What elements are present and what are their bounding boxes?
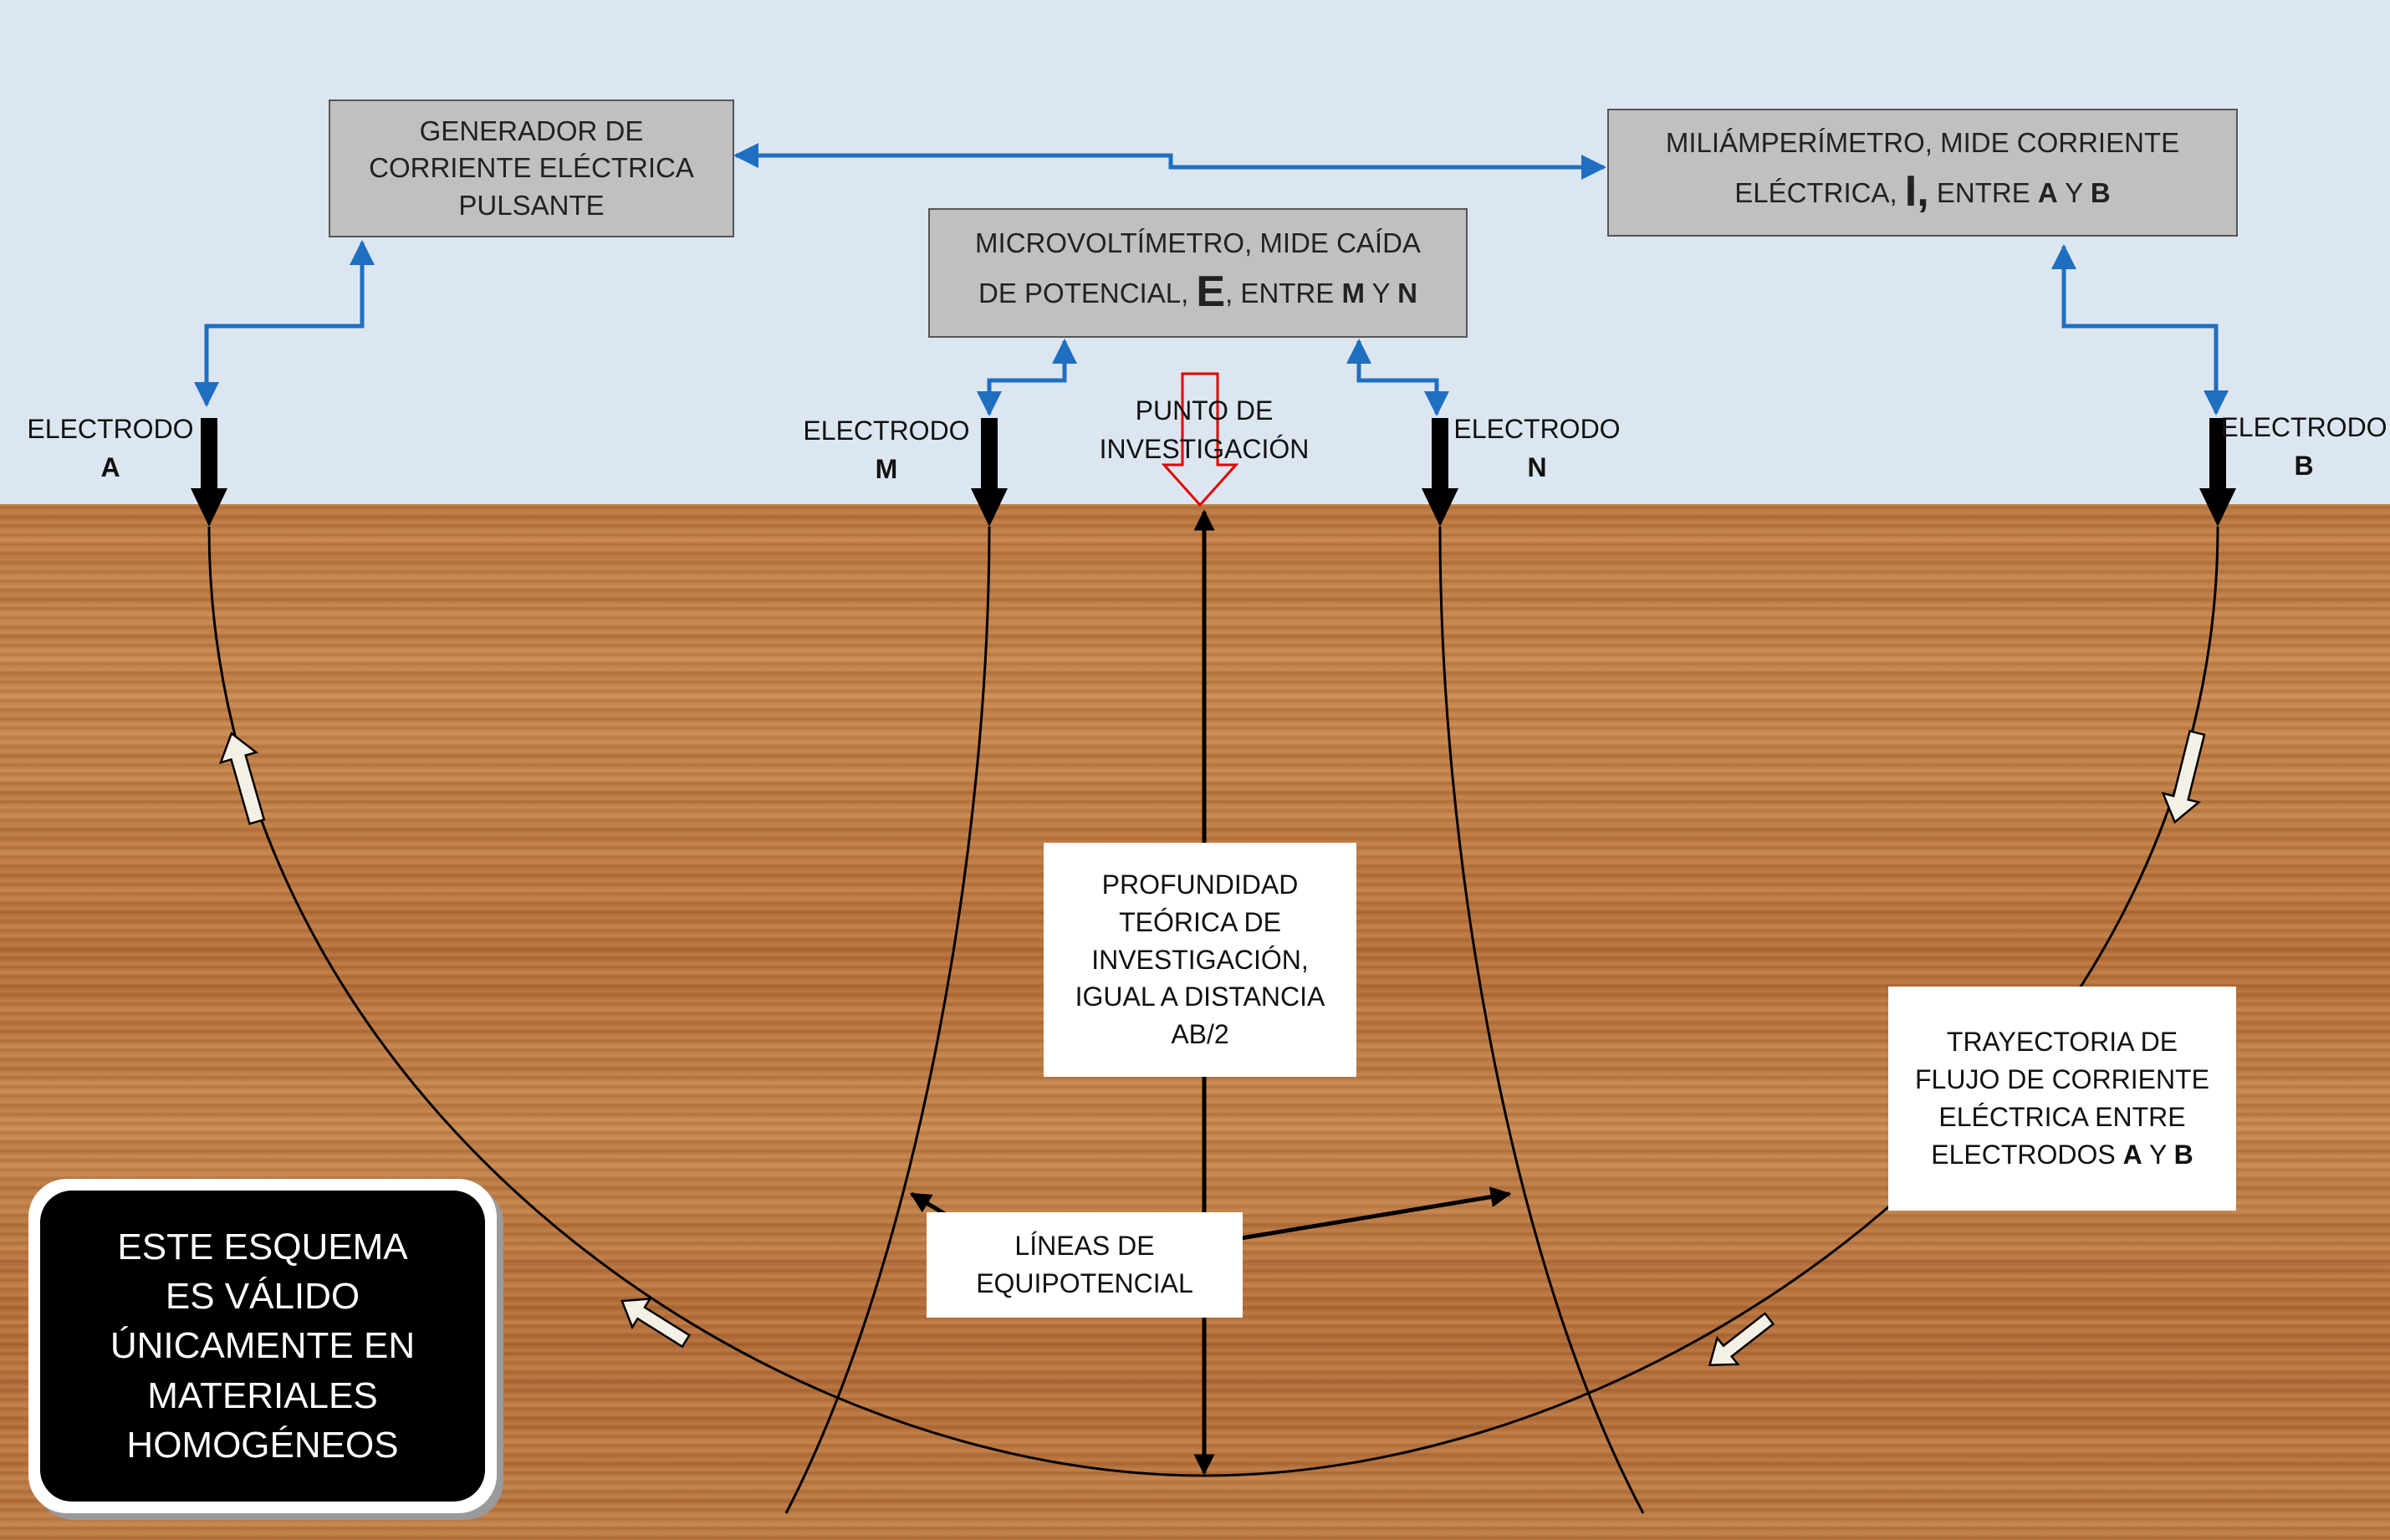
current-path-a: A (2122, 1139, 2142, 1170)
milliammeter-b: B (2090, 176, 2111, 208)
equipotential-pointer-right (1235, 1186, 1512, 1242)
electrode-n-letter: N (1527, 452, 1547, 483)
electrode-b-label: ELECTRODO B (2220, 408, 2387, 486)
flow-arrow-down-right (2161, 729, 2206, 824)
generator-label: GENERADOR DE CORRIENTE ELÉCTRICA PULSANT… (369, 115, 694, 221)
homogeneous-note-inner: ESTE ESQUEMA ES VÁLIDO ÚNICAMENTE EN MAT… (40, 1191, 485, 1502)
electrode-a-generator-connector (194, 240, 375, 407)
electrode-m-rod (971, 418, 1008, 527)
electrode-a-text: ELECTRODO (27, 414, 194, 444)
electrode-a-letter: A (100, 452, 120, 483)
milliammeter-prefix: ELÉCTRICA, (1734, 176, 1905, 208)
microvoltmeter-y: Y (1364, 277, 1398, 309)
milliammeter-box: MILIÁMPERÍMETRO, MIDE CORRIENTE ELÉCTRIC… (1607, 109, 2238, 237)
investigation-point-label: PUNTO DE INVESTIGACIÓN (1099, 395, 1310, 465)
current-path-label: TRAYECTORIA DE FLUJO DE CORRIENTE ELÉCTR… (1912, 1023, 2213, 1173)
microvoltmeter-n: N (1397, 277, 1417, 309)
electrode-n-label: ELECTRODO N (1445, 410, 1629, 487)
electrode-b-rod (2199, 418, 2236, 527)
depth-label: PROFUNDIDAD TEÓRICA DE INVESTIGACIÓN, IG… (1075, 869, 1325, 1050)
equipotential-label: LÍNEAS DE EQUIPOTENCIAL (976, 1231, 1193, 1298)
depth-label-box: PROFUNDIDAD TEÓRICA DE INVESTIGACIÓN, IG… (1044, 843, 1356, 1077)
milliammeter-a: A (2037, 176, 2058, 208)
electrode-n-rod (1422, 418, 1458, 527)
microvoltmeter-label: MICROVOLTÍMETRO, MIDE CAÍDA DE POTENCIAL… (975, 225, 1421, 321)
electrode-b-text: ELECTRODO (2220, 412, 2387, 442)
generator-ammeter-connector (733, 143, 1606, 180)
generator-box: GENERADOR DE CORRIENTE ELÉCTRICA PULSANT… (329, 99, 734, 237)
milliammeter-line1: MILIÁMPERÍMETRO, MIDE CORRIENTE (1665, 127, 2180, 159)
flow-arrow-up-left (218, 732, 266, 825)
electrode-b-ammeter-connector (2051, 244, 2229, 416)
connector-lines (194, 143, 2229, 416)
milliammeter-label: MILIÁMPERÍMETRO, MIDE CORRIENTE ELÉCTRIC… (1666, 125, 2179, 221)
electrode-m-voltmeter-connector (977, 339, 1077, 416)
electrode-a-rod (191, 418, 227, 527)
microvoltmeter-m: M (1341, 277, 1365, 309)
electrode-a-label: ELECTRODO A (18, 410, 202, 487)
electrode-n-voltmeter-connector (1346, 339, 1449, 416)
milliammeter-line2: ELÉCTRICA, I, ENTRE A Y B (1666, 162, 2179, 221)
electrode-b-letter: B (2294, 451, 2314, 482)
microvoltmeter-line1: MICROVOLTÍMETRO, MIDE CAÍDA (975, 227, 1421, 259)
microvoltmeter-prefix: DE POTENCIAL, (978, 277, 1197, 309)
equipotential-line-m (784, 526, 991, 1514)
equipotential-label-box: LÍNEAS DE EQUIPOTENCIAL (927, 1212, 1243, 1318)
microvoltmeter-box: MICROVOLTÍMETRO, MIDE CAÍDA DE POTENCIAL… (928, 208, 1468, 338)
current-path-label-box: TRAYECTORIA DE FLUJO DE CORRIENTE ELÉCTR… (1888, 987, 2236, 1211)
investigation-point-arrow (1161, 372, 1239, 507)
electrode-m-letter: M (875, 454, 898, 485)
microvoltmeter-mid: , ENTRE (1225, 277, 1342, 309)
potential-symbol: E (1196, 267, 1226, 316)
current-path-b: B (2173, 1139, 2193, 1170)
microvoltmeter-line2: DE POTENCIAL, E, ENTRE M Y N (975, 263, 1421, 321)
milliammeter-mid: ENTRE (1928, 176, 2038, 208)
flow-arrow-bottom-left (620, 1298, 692, 1349)
homogeneous-note-text: ESTE ESQUEMA ES VÁLIDO ÚNICAMENTE EN MAT… (110, 1226, 416, 1466)
electrode-n-text: ELECTRODO (1453, 414, 1621, 444)
homogeneous-note: ESTE ESQUEMA ES VÁLIDO ÚNICAMENTE EN MAT… (28, 1179, 497, 1513)
flow-arrows (218, 729, 2206, 1366)
flow-arrow-bottom-right (1708, 1312, 1775, 1366)
electrode-m-label: ELECTRODO M (794, 411, 978, 489)
current-symbol: I, (1904, 166, 1929, 216)
milliammeter-y: Y (2057, 176, 2091, 208)
electrode-m-text: ELECTRODO (803, 416, 970, 446)
current-path-text: TRAYECTORIA DE FLUJO DE CORRIENTE ELÉCTR… (1914, 1027, 2210, 1170)
equipotential-line-n (1438, 526, 1645, 1514)
current-path-y: Y (2142, 1139, 2174, 1170)
